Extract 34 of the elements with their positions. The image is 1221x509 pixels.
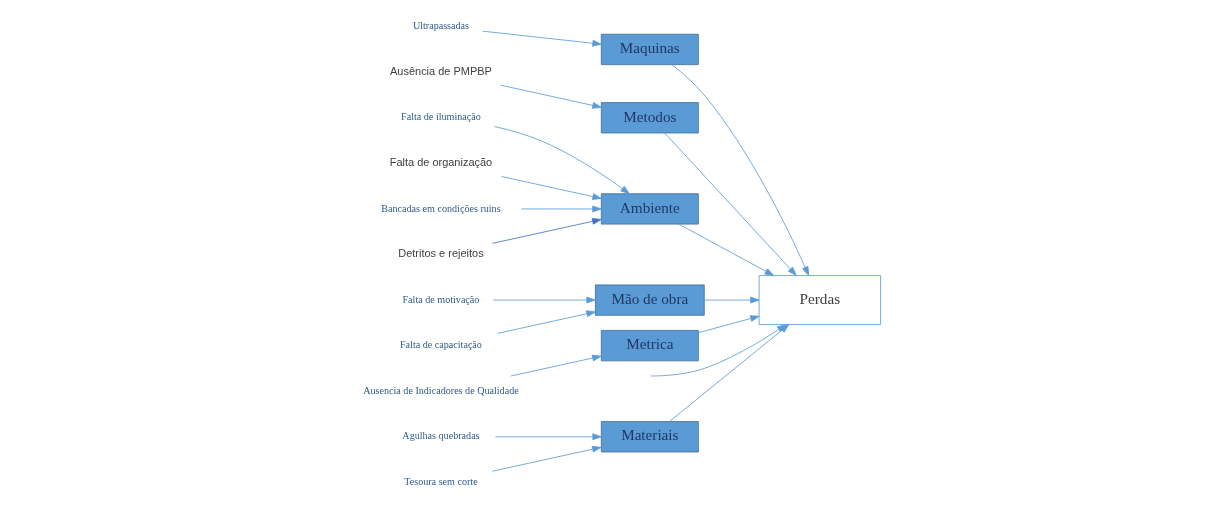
node-box: Perdas	[758, 275, 881, 325]
arrow	[496, 310, 596, 334]
node-text: Falta de motivação	[401, 293, 479, 305]
arrow	[697, 315, 759, 334]
arrow	[500, 176, 602, 200]
arrow	[671, 64, 809, 276]
arrow	[703, 296, 759, 304]
node-text: Falta de iluminação	[400, 111, 481, 123]
arrow	[499, 84, 602, 109]
node-text: Agulhas quebradas	[401, 430, 480, 442]
arrow	[520, 205, 602, 213]
node-box: Mão de obra	[594, 284, 705, 316]
node-text: Tesoura sem corte	[403, 475, 478, 487]
node-text: Detritos e rejeitos	[397, 247, 484, 260]
arrow	[510, 354, 601, 377]
node-text: Ausencia de Indicadores de Qualidade	[362, 384, 519, 396]
arrow	[481, 30, 602, 47]
node-box: Materiais	[600, 421, 699, 453]
node-box: Metrica	[600, 330, 699, 362]
arrow	[494, 433, 602, 441]
arrow	[491, 445, 601, 472]
arrow	[492, 296, 596, 304]
arrow	[663, 132, 797, 276]
node-text: Ultrapassadas	[412, 20, 469, 32]
node-text: Falta de capacitação	[399, 339, 482, 351]
arrow	[493, 126, 630, 195]
node-text: Bancadas em condições ruins	[380, 202, 501, 214]
node-text: Ausência de PMPBP	[389, 65, 492, 78]
node-box: Ambiente	[600, 193, 699, 225]
arrow	[491, 218, 601, 244]
node-text: Falta de organização	[389, 156, 492, 169]
node-box: Metodos	[600, 102, 699, 134]
arrow	[677, 223, 774, 276]
node-box: Maquinas	[600, 33, 699, 66]
